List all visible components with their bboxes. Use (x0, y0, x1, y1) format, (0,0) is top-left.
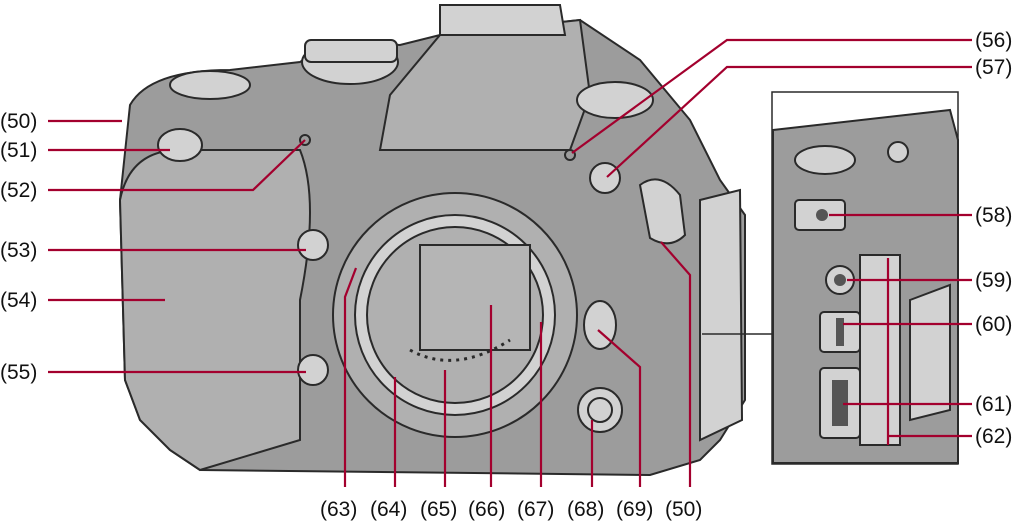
label-62: (62) (975, 425, 1012, 448)
callout-labels: (50) (51) (52) (53) (54) (55) (56) (57) … (0, 29, 1012, 521)
label-54: (54) (0, 289, 37, 312)
label-52: (52) (0, 179, 37, 202)
label-66: (66) (468, 498, 505, 521)
label-63: (63) (320, 498, 357, 521)
label-69: (69) (616, 498, 653, 521)
label-61: (61) (975, 393, 1012, 416)
lens-contacts (409, 338, 511, 362)
label-50-bottom: (50) (665, 498, 702, 521)
label-58: (58) (975, 204, 1012, 227)
label-60: (60) (975, 313, 1012, 336)
shutter-button (157, 128, 203, 162)
leader-lines (48, 38, 972, 487)
fn-button-upper (297, 229, 329, 261)
remote-socket (816, 209, 828, 221)
lens-release-button (583, 300, 617, 350)
label-64: (64) (370, 498, 407, 521)
vent-grille (859, 254, 901, 446)
label-51: (51) (0, 139, 37, 162)
label-67: (67) (517, 498, 554, 521)
fn-button-lower (297, 354, 329, 386)
label-55: (55) (0, 361, 37, 384)
terminal-inset (771, 91, 959, 465)
label-65: (65) (420, 498, 457, 521)
label-53: (53) (0, 239, 37, 262)
label-68: (68) (567, 498, 604, 521)
label-57: (57) (975, 56, 1012, 79)
image-sensor (419, 244, 531, 351)
label-50-left: (50) (0, 110, 37, 133)
label-59: (59) (975, 269, 1012, 292)
label-56: (56) (975, 29, 1012, 52)
camera-body (118, 4, 746, 477)
